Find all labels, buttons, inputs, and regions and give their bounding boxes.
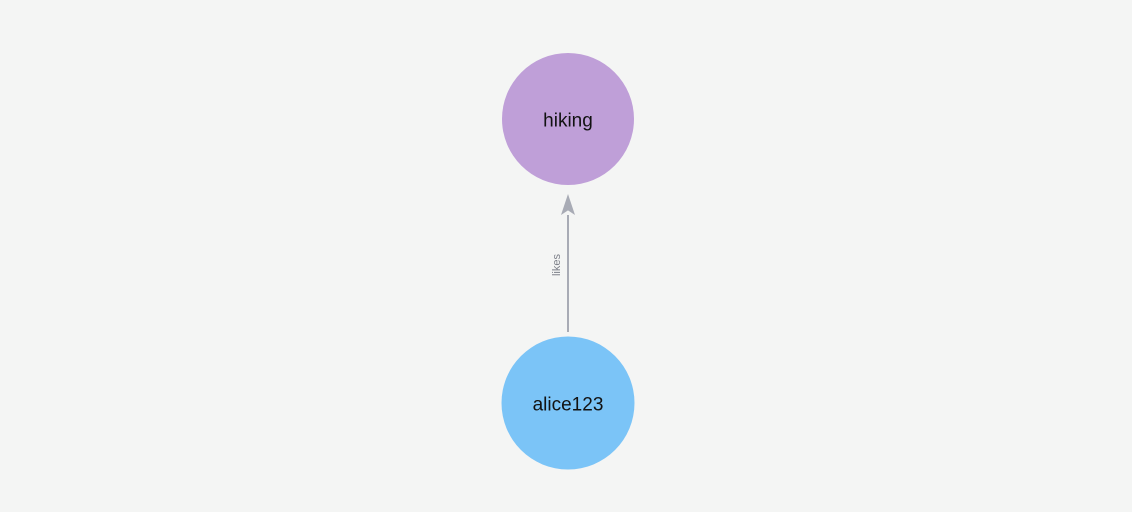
node-label-hiking: hiking — [543, 111, 593, 132]
node-circle-hiking[interactable] — [502, 53, 634, 185]
graph-edge[interactable]: likes — [551, 194, 575, 332]
graph-node-hiking[interactable]: hiking — [502, 53, 634, 185]
arrowhead-icon — [561, 194, 575, 215]
node-circle-alice123[interactable] — [501, 336, 635, 470]
node-label-alice123: alice123 — [533, 395, 604, 416]
graph-node-alice123[interactable]: alice123 — [501, 336, 635, 470]
edge-label-likes: likes — [551, 254, 563, 277]
